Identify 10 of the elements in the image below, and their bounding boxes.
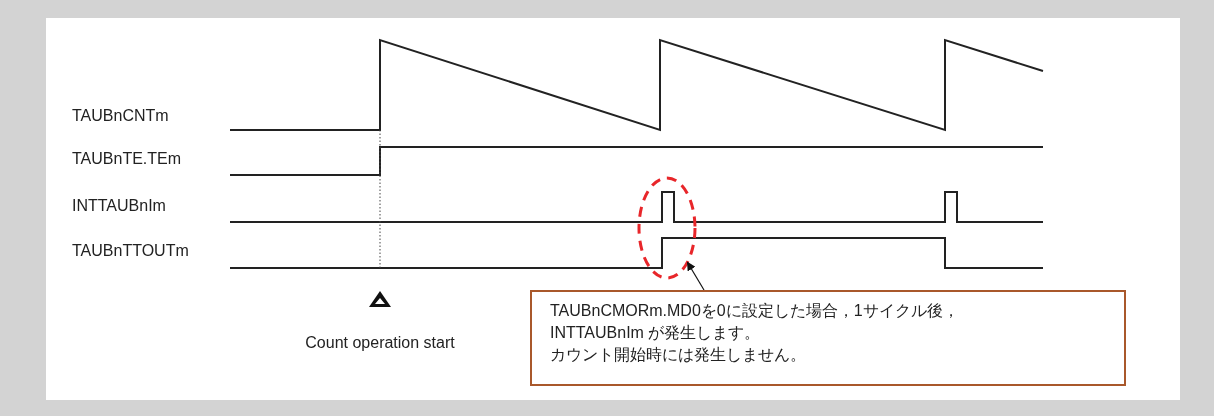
signal-name: TAUBnCNTm [72,107,169,125]
callout-text: TAUBnCMORm.MD0を0に設定した場合，1サイクル後，INTTAUBnIm が発生します。 [550,301,960,343]
dashed-highlight-ellipse [637,176,697,280]
event-caption: Count operation start [305,334,455,352]
callout-box [530,290,1126,386]
signal-name: TAUBnTTOUTm [72,242,189,260]
signal-name: TAUBnTE.TEm [72,150,182,168]
signal-name: INTTAUBnIm [72,197,166,215]
leader-arrow [686,261,705,291]
callout-text: カウント開始時には発生しません。 [550,345,807,365]
